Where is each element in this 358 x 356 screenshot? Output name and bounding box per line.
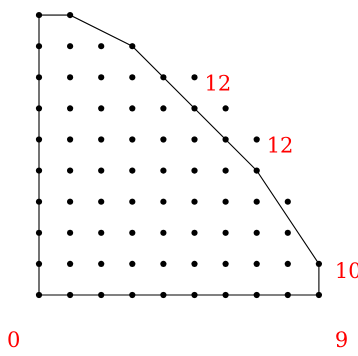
lattice-point (253, 229, 260, 236)
lattice-point (98, 74, 105, 81)
lattice-point (67, 198, 74, 205)
lattice-point (98, 167, 105, 174)
vertex-label: 9 (7, 0, 20, 4)
lattice-point (129, 167, 136, 174)
lattice-point (160, 136, 167, 143)
lattice-points (35, 12, 322, 299)
vertex-label: 12 (267, 134, 294, 158)
vertex-labels: 0 9 10 12 12 10 9 (7, 0, 358, 352)
lattice-point (284, 229, 291, 236)
lattice-point (129, 105, 136, 112)
lattice-point (35, 291, 43, 299)
lattice-point (191, 229, 198, 236)
lattice-point (35, 167, 43, 174)
lattice-point (129, 43, 136, 50)
lattice-point (35, 229, 43, 236)
vertex-label: 10 (335, 259, 358, 283)
lattice-point (222, 260, 229, 267)
lattice-point (35, 105, 43, 112)
lattice-point (98, 198, 105, 205)
lattice-point (315, 260, 322, 267)
lattice-point (129, 229, 136, 236)
lattice-point (160, 167, 167, 174)
lattice-point (98, 229, 105, 236)
lattice-point (35, 12, 43, 19)
lattice-point (253, 260, 260, 267)
lattice-point (253, 136, 260, 143)
lattice-point (191, 291, 198, 299)
lattice-point (222, 105, 229, 112)
vertex-label: 9 (335, 328, 348, 352)
lattice-point (67, 260, 74, 267)
lattice-point (67, 291, 74, 299)
lattice-point (160, 229, 167, 236)
lattice-point (67, 229, 74, 236)
lattice-point (98, 260, 105, 267)
lattice-point (191, 136, 198, 143)
lattice-point (253, 291, 260, 299)
lattice-point (67, 12, 74, 19)
vertex-label: 0 (7, 328, 20, 352)
lattice-point (160, 291, 167, 299)
lattice-point (284, 198, 291, 205)
lattice-point (191, 167, 198, 174)
lattice-point (67, 74, 74, 81)
lattice-point (191, 260, 198, 267)
vertex-label: 10 (80, 0, 107, 2)
lattice-point (98, 105, 105, 112)
lattice-point (67, 43, 74, 50)
lattice-point (284, 260, 291, 267)
lattice-point (222, 136, 229, 143)
lattice-point (191, 74, 198, 81)
lattice-point (191, 105, 198, 112)
lattice-point (315, 291, 322, 299)
lattice-point (253, 167, 260, 174)
lattice-point (98, 291, 105, 299)
lattice-point (35, 198, 43, 205)
lattice-point (98, 136, 105, 143)
lattice-point (160, 198, 167, 205)
lattice-point (160, 260, 167, 267)
lattice-point (98, 43, 105, 50)
lattice-point (129, 136, 136, 143)
lattice-point (129, 74, 136, 81)
lattice-point (67, 105, 74, 112)
lattice-point (129, 291, 136, 299)
lattice-point (191, 198, 198, 205)
lattice-point (35, 260, 43, 267)
lattice-point (253, 198, 260, 205)
lattice-point (67, 167, 74, 174)
lattice-point (284, 291, 291, 299)
lattice-point (222, 198, 229, 205)
lattice-point (35, 43, 43, 50)
lattice-point (222, 229, 229, 236)
lattice-point (222, 167, 229, 174)
vertex-label: 12 (205, 71, 232, 95)
lattice-point (67, 136, 74, 143)
lattice-point (129, 198, 136, 205)
lattice-point (129, 260, 136, 267)
lattice-point (160, 105, 167, 112)
lattice-point (222, 291, 229, 299)
lattice-point (35, 74, 43, 81)
lattice-point (160, 74, 167, 81)
lattice-point (35, 136, 43, 143)
